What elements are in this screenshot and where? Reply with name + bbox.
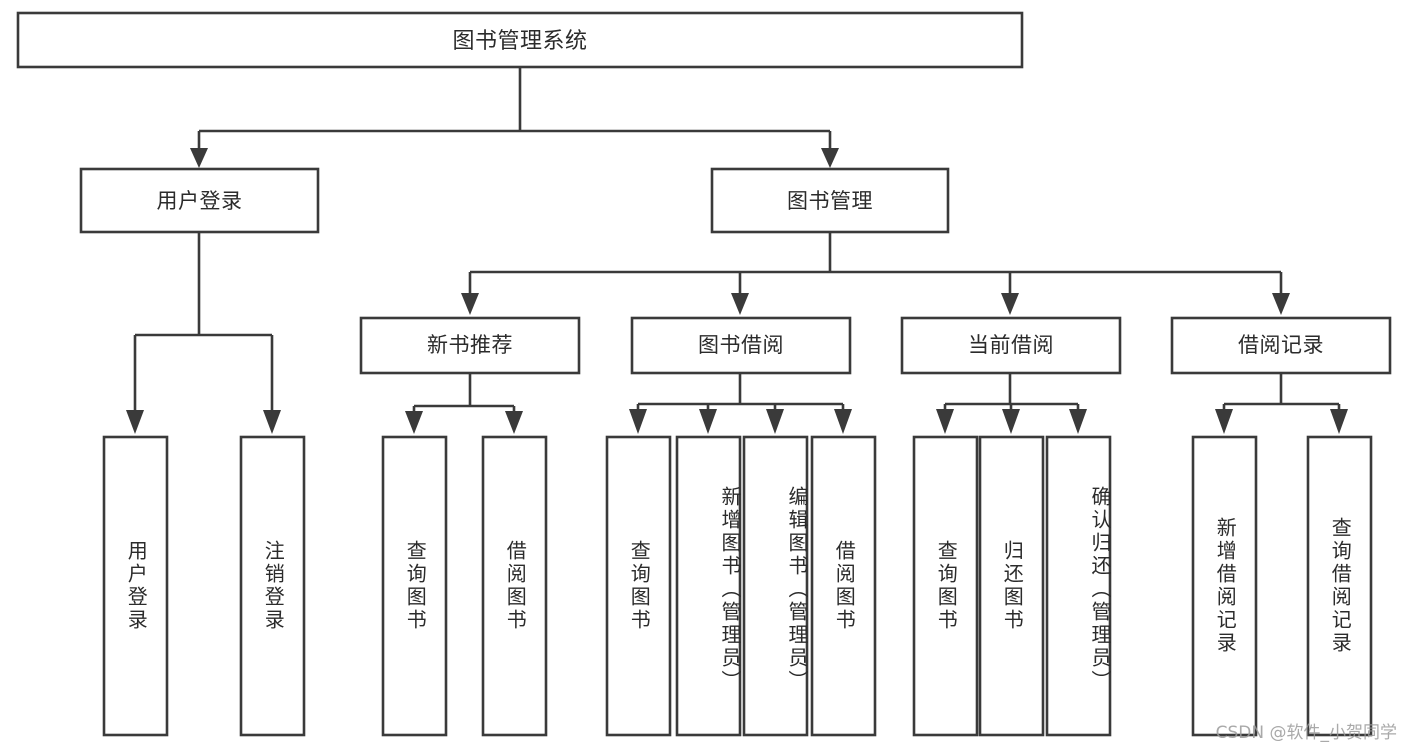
- node-leaf-user-login-logout[interactable]: [239, 435, 306, 737]
- arrow-head-br-leaf-1: [1215, 409, 1233, 434]
- node-root-label: 图书管理系统: [452, 29, 587, 54]
- node-leaf-nbr-borrow-book[interactable]: [481, 435, 548, 737]
- node-leaf-br-add-record[interactable]: [1191, 435, 1258, 737]
- node-leaf-cb-confirm-return[interactable]: [1045, 435, 1112, 737]
- arrow-head-cb-leaf-1: [936, 409, 954, 434]
- node-borrow-record-label: 借阅记录: [1238, 333, 1324, 357]
- arrow-head-book-borrow: [731, 293, 749, 315]
- node-leaf-bb-query-book[interactable]: [605, 435, 672, 737]
- arrow-head-to-user-login: [190, 148, 208, 168]
- node-book-management-label: 图书管理: [787, 189, 873, 213]
- arrow-head-current-borrow: [1001, 293, 1019, 315]
- arrow-head-bb-leaf-2: [699, 409, 717, 434]
- node-book-borrow-label: 图书借阅: [698, 333, 784, 357]
- arrow-head-bb-leaf-4: [834, 409, 852, 434]
- node-leaf-user-login-login[interactable]: [102, 435, 169, 737]
- node-leaf-br-query-record[interactable]: [1306, 435, 1373, 737]
- node-new-book-recommend-label: 新书推荐: [427, 333, 513, 357]
- node-current-borrow-label: 当前借阅: [968, 333, 1054, 357]
- node-root-book-management-system[interactable]: [16, 11, 1024, 69]
- connector-group-borrow-record: [1215, 373, 1348, 434]
- node-book-management[interactable]: [710, 167, 950, 234]
- node-leaf-cb-return-book[interactable]: [978, 435, 1045, 737]
- node-user-login[interactable]: [79, 167, 320, 234]
- connector-group-book-mgmt: [461, 232, 1290, 315]
- arrow-head-nbr-leaf-2: [505, 411, 523, 434]
- connector-group-user-login: [126, 232, 281, 434]
- arrow-head-new-book-recommend: [461, 293, 479, 315]
- node-borrow-record[interactable]: [1170, 316, 1392, 375]
- connector-group-book-borrow: [629, 373, 852, 434]
- arrow-head-cb-leaf-3: [1069, 409, 1087, 434]
- arrow-head-cb-leaf-2: [1002, 409, 1020, 434]
- arrow-head-user-login-leaf-2: [263, 410, 281, 434]
- node-book-borrow[interactable]: [630, 316, 852, 375]
- node-leaf-nbr-query-book[interactable]: [381, 435, 448, 737]
- arrow-head-bb-leaf-3: [766, 409, 784, 434]
- connector-group-current-borrow: [936, 373, 1087, 434]
- connector-group-root: [190, 67, 839, 168]
- node-user-login-label: 用户登录: [157, 189, 243, 213]
- arrow-head-user-login-leaf-1: [126, 410, 144, 434]
- arrow-head-borrow-record: [1272, 293, 1290, 315]
- arrow-head-br-leaf-2: [1330, 409, 1348, 434]
- node-new-book-recommend[interactable]: [359, 316, 581, 375]
- node-current-borrow[interactable]: [900, 316, 1122, 375]
- arrow-head-nbr-leaf-1: [405, 411, 423, 434]
- node-leaf-bb-borrow-book[interactable]: [810, 435, 877, 737]
- arrow-head-to-book-mgmt: [821, 148, 839, 168]
- connector-group-new-book-recommend: [405, 373, 523, 434]
- arrow-head-bb-leaf-1: [629, 409, 647, 434]
- node-leaf-bb-edit-book[interactable]: [742, 435, 809, 737]
- node-leaf-cb-query-book[interactable]: [912, 435, 979, 737]
- node-leaf-bb-add-book[interactable]: [675, 435, 742, 737]
